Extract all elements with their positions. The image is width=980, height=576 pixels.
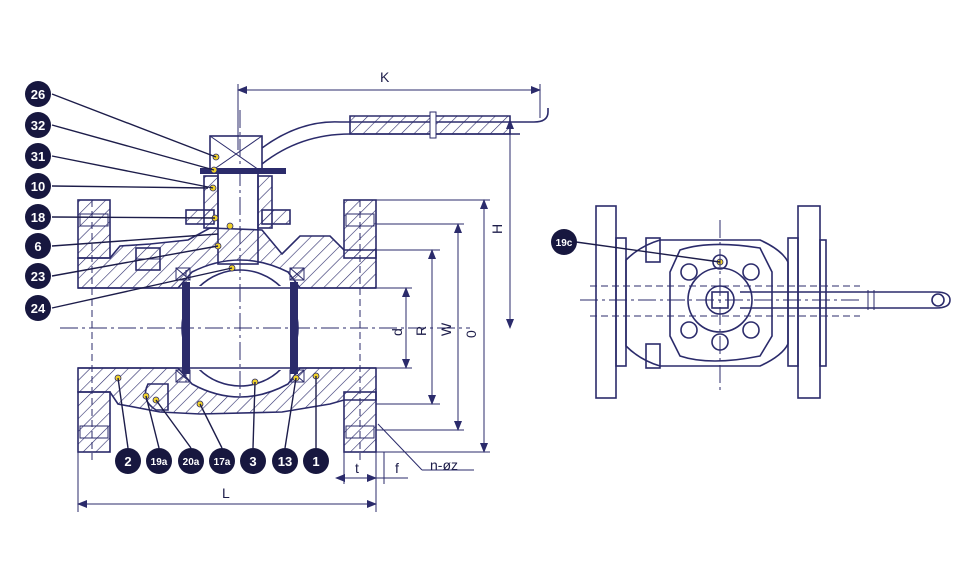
callout-badge: 2 — [115, 448, 141, 474]
left-flange — [77, 199, 111, 453]
dim-r-label: R — [413, 326, 429, 336]
callout-label: 20a — [183, 457, 200, 468]
callout-label: 13 — [278, 454, 292, 469]
callout-label: 3 — [249, 454, 256, 469]
dim-t-label: t — [355, 460, 359, 476]
dim-d-label: d — [389, 328, 405, 336]
side-view: 19c — [551, 205, 951, 399]
callout-badge: 17a — [209, 448, 235, 474]
callout-badge: 10 — [25, 173, 51, 199]
dim-h-label: H — [489, 224, 505, 234]
callout-label: 2 — [124, 454, 131, 469]
dim-o-label: 0 — [463, 330, 479, 338]
callout-badge: 24 — [25, 295, 51, 321]
callout-badge: 23 — [25, 263, 51, 289]
callouts-left: 26 32 31 10 18 6 23 24 — [25, 81, 233, 321]
callout-label: 17a — [214, 457, 231, 468]
callout-label: 6 — [34, 239, 41, 254]
callout-badge: 26 — [25, 81, 51, 107]
dim-l-label: L — [222, 485, 230, 501]
dim-nz-label: n-øz — [430, 457, 458, 473]
callout-badge: 19a — [146, 448, 172, 474]
callout-badge: 32 — [25, 112, 51, 138]
callout-label: 10 — [31, 179, 45, 194]
front-section-view — [60, 108, 549, 460]
callout-label: 32 — [31, 118, 45, 133]
callout-badge: 13 — [272, 448, 298, 474]
callout-label: 18 — [31, 210, 45, 225]
dimension-labels: K H 0 W R d L t f n-øz — [222, 69, 505, 501]
callouts-bottom: 2 19a 20a 17a 3 13 1 — [115, 376, 329, 474]
callout-badge: 20a — [178, 448, 204, 474]
dim-w-label: W — [438, 322, 454, 336]
callout-badge: 1 — [303, 448, 329, 474]
callout-badge: 18 — [25, 204, 51, 230]
callout-label: 26 — [31, 87, 45, 102]
dimension-lines — [77, 84, 541, 512]
callout-badge: 3 — [240, 448, 266, 474]
callout-badge: 6 — [25, 233, 51, 259]
dim-k-label: K — [380, 69, 390, 85]
callout-label: 24 — [31, 301, 46, 316]
callout-badge: 31 — [25, 143, 51, 169]
body-upper — [77, 227, 377, 289]
callout-label: 23 — [31, 269, 45, 284]
callout-label: 31 — [31, 149, 45, 164]
callout-label: 1 — [312, 454, 319, 469]
callout-label: 19a — [151, 457, 168, 468]
callout-badge-right: 19c — [551, 229, 577, 255]
callout-label: 19c — [556, 238, 573, 249]
dim-f-label: f — [395, 460, 399, 476]
